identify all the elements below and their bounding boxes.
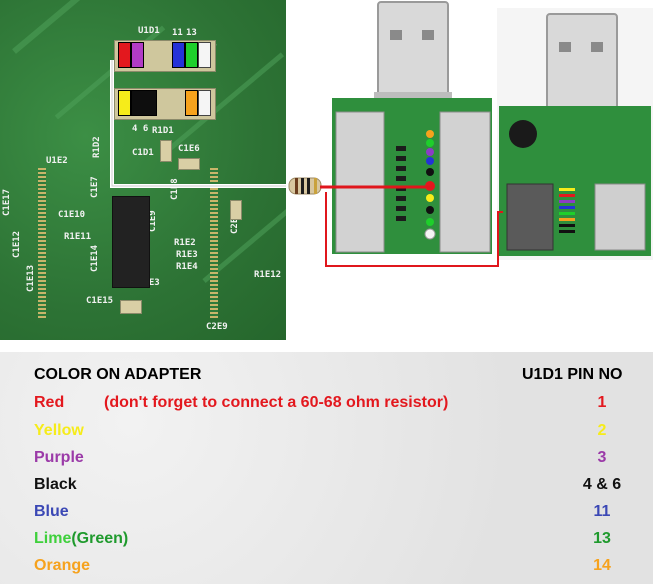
label-r1e2: R1E2 [174,238,196,248]
legend-color-name: Purple [34,449,84,466]
white-wire [110,60,286,188]
legend-header: COLOR ON ADAPTER U1D1 PIN NO [34,366,634,392]
label-c1e7: C1E7 [90,176,100,198]
label-r1d2: R1D2 [92,136,102,158]
legend-pin-number: 13 [593,530,611,547]
label-c1e12: C1E12 [12,230,22,258]
adapter-photo-2 [497,8,653,260]
legend-pin-number: 3 [597,449,607,466]
label-c2e9: C2E9 [206,322,228,332]
label-u1d1: U1D1 [138,26,160,36]
legend-color-name: Lime(Green) [34,530,129,547]
label-pin13: 13 [186,28,197,38]
legend-pin-number: 1 [597,394,607,411]
pcb-board: U1D1 11 13 15 2 4 6 16 R1D1 R1D2 C1D1 C1… [0,0,286,340]
label-r1e4: R1E4 [176,262,198,272]
pin-mark-green [185,42,198,68]
label-c1e6: C1E6 [178,144,200,154]
legend-pin-number: 11 [593,503,611,520]
pin-mark-white-bottom [198,90,211,116]
label-c1e15: C1E15 [86,296,114,306]
legend-row: Orange 14 [34,557,634,583]
label-c1d1: C1D1 [132,148,154,158]
label-c1e17: C1E17 [2,188,12,216]
legend-note: (don't forget to connect a 60-68 ohm res… [104,394,449,411]
header-pin-no: U1D1 PIN NO [522,366,623,383]
legend-color-name: Yellow [34,422,84,439]
color-legend-table: COLOR ON ADAPTER U1D1 PIN NO Red (don't f… [0,352,653,584]
pin-mark-black [131,90,157,116]
header-color-on-adapter: COLOR ON ADAPTER [34,366,202,383]
legend-row: Lime(Green) 13 [34,530,634,556]
label-pin46: 4 6 [132,124,149,134]
legend-color-name: Blue [34,503,69,520]
legend-row: Red (don't forget to connect a 60-68 ohm … [34,394,634,420]
photo-area: U1D1 11 13 15 2 4 6 16 R1D1 R1D2 C1D1 C1… [0,0,653,340]
pin-mark-purple [131,42,144,68]
legend-row: Blue 11 [34,503,634,529]
pin-mark-yellow [118,90,131,116]
legend-pin-number: 14 [593,557,611,574]
legend-pin-number: 4 & 6 [582,476,622,493]
red-wire [320,185,503,267]
label-r1e11: R1E11 [64,232,92,242]
legend-color-name: Red [34,394,65,411]
chip-u1e3 [112,196,150,288]
legend-color-name: Black [34,476,77,493]
label-c1e10: C1E10 [58,210,86,220]
label-pin11: 11 [172,28,183,38]
pin-mark-white-top [198,42,211,68]
label-r1d1: R1D1 [152,126,174,136]
label-u1e2: U1E2 [46,156,68,166]
label-r1e3: R1E3 [176,250,198,260]
pin-mark-blue [172,42,185,68]
label-c1e14: C1E14 [90,244,100,272]
legend-color-name: Orange [34,557,91,574]
pin-mark-red [118,42,131,68]
legend-row: Yellow 2 [34,422,634,448]
adapter-photo-1 [330,0,495,270]
legend-pin-number: 2 [597,422,607,439]
label-c1e13: C1E13 [26,264,36,292]
legend-row: Black 4 & 6 [34,476,634,502]
legend-row: Purple 3 [34,449,634,475]
pin-mark-orange [185,90,198,116]
label-r1e12: R1E12 [254,270,282,280]
